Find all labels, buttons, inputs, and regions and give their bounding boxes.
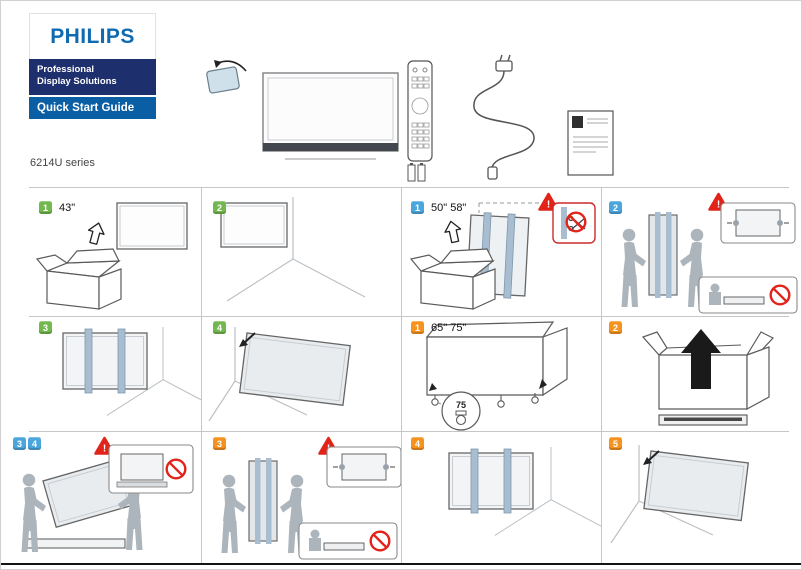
divider-v3-row3: [601, 431, 602, 563]
do-not-cut-straps-inset: [552, 202, 596, 244]
display-panel: [220, 202, 288, 248]
two-person-carry: [222, 458, 305, 553]
strapped-display: [448, 448, 534, 514]
caster-size-label: 75: [456, 400, 466, 410]
lift-up-arrow: [681, 329, 721, 389]
step-badge-65-4: 4: [411, 437, 424, 450]
divider-row2: [29, 431, 789, 432]
step-badge-43-2: 2: [213, 201, 226, 214]
panel-65-step3-carry: !: [201, 436, 401, 561]
lift-arrow-icon: [84, 220, 108, 247]
brand-tagline-line2: Display Solutions: [37, 76, 117, 88]
warning-icon: !: [94, 436, 115, 455]
panel-43-step4-mount: [208, 327, 351, 422]
unpack-icon: [206, 60, 247, 94]
display-illustration: [262, 72, 399, 160]
step-badge-43-4: 4: [213, 321, 226, 334]
step-badge-50-3: 3: [13, 437, 26, 450]
size-label-50-58: 50" 58": [431, 202, 467, 214]
step-badge-65-1: 1: [411, 321, 424, 334]
unlock-arrow-left: [429, 383, 437, 391]
step-badge-50-2: 2: [609, 201, 622, 214]
grip-positions-inset: [720, 202, 796, 244]
divider-v2-row1: [401, 187, 402, 316]
manual-booklet-icon: [567, 110, 614, 176]
package-contents-illustration: [206, 54, 614, 182]
mount-direction-arrow: [239, 332, 256, 347]
open-box: [36, 248, 122, 310]
no-stand-on-base-inset: [108, 444, 194, 494]
angled-display: [643, 450, 749, 522]
batteries-icon: [407, 163, 426, 182]
step-badge-43-1: 1: [39, 201, 52, 214]
power-cord-icon: [473, 54, 535, 180]
divider-v1-row1: [201, 187, 202, 316]
base-tray: [658, 414, 748, 426]
size-label-65-75: 65" 75": [431, 322, 467, 334]
panel-65-step2-lift-box: [641, 329, 774, 426]
step-badge-65-5: 5: [609, 437, 622, 450]
large-box-on-casters: [425, 321, 568, 408]
lift-arrow-icon: [442, 219, 464, 245]
series-label: 6214U series: [30, 157, 95, 169]
divider-header: [29, 187, 789, 188]
remote-control-icon: [407, 60, 433, 162]
caster-detail-bubble: 75: [441, 391, 481, 431]
panel-50-step1-unbox: !: [410, 192, 596, 310]
panel-43-step2-place: [220, 196, 366, 302]
step-badge-50-1: 1: [411, 201, 424, 214]
open-box: [410, 248, 496, 310]
divider-v2-row3: [401, 431, 402, 563]
no-flat-carry-inset: [699, 277, 797, 313]
display-panel: [116, 202, 188, 250]
panel-65-step4-straps: [448, 446, 601, 536]
base-tray: [24, 538, 126, 549]
two-person-carry: [622, 212, 705, 307]
divider-v3-row2: [601, 316, 602, 431]
divider-v1-row2: [201, 316, 202, 431]
philips-wordmark: PHILIPS: [29, 13, 156, 59]
panel-50-step34-lift-out: !: [21, 436, 194, 552]
svg-text:!: !: [103, 444, 106, 455]
angled-display: [238, 332, 351, 406]
divider-v3-row1: [601, 187, 602, 316]
panel-43-step1-unbox: [36, 202, 188, 310]
strapped-display: [62, 328, 148, 394]
outer-box-lift: [641, 329, 774, 411]
panel-65-step1-casters: 75: [425, 321, 568, 431]
brand-tagline: Professional Display Solutions: [29, 59, 156, 95]
guide-title: Quick Start Guide: [29, 96, 156, 119]
page-fold-line: [1, 563, 801, 565]
svg-text:!: !: [547, 200, 550, 211]
philips-logo-block: PHILIPS Professional Display Solutions Q…: [29, 13, 156, 119]
step-badge-43-3: 3: [39, 321, 52, 334]
svg-text:!: !: [717, 200, 720, 211]
size-label-43: 43": [59, 202, 76, 214]
panel-43-step3-straps: [62, 326, 201, 416]
panel-50-step2-carry: !: [601, 192, 802, 316]
no-flat-carry-inset: [299, 523, 397, 559]
grip-positions-inset: [326, 446, 401, 488]
divider-v1-row3: [201, 431, 202, 563]
divider-row1: [29, 316, 789, 317]
warning-icon: !: [708, 192, 729, 211]
unlock-arrow-right: [539, 379, 547, 389]
step-badge-50-4: 4: [28, 437, 41, 450]
brand-tagline-line1: Professional: [37, 64, 95, 75]
divider-v2-row2: [401, 316, 402, 431]
step-badge-65-2: 2: [609, 321, 622, 334]
warning-icon: !: [538, 192, 559, 211]
panel-65-step5-mount: [610, 445, 749, 544]
mount-direction-arrow: [643, 450, 660, 465]
step-badge-65-3: 3: [213, 437, 226, 450]
